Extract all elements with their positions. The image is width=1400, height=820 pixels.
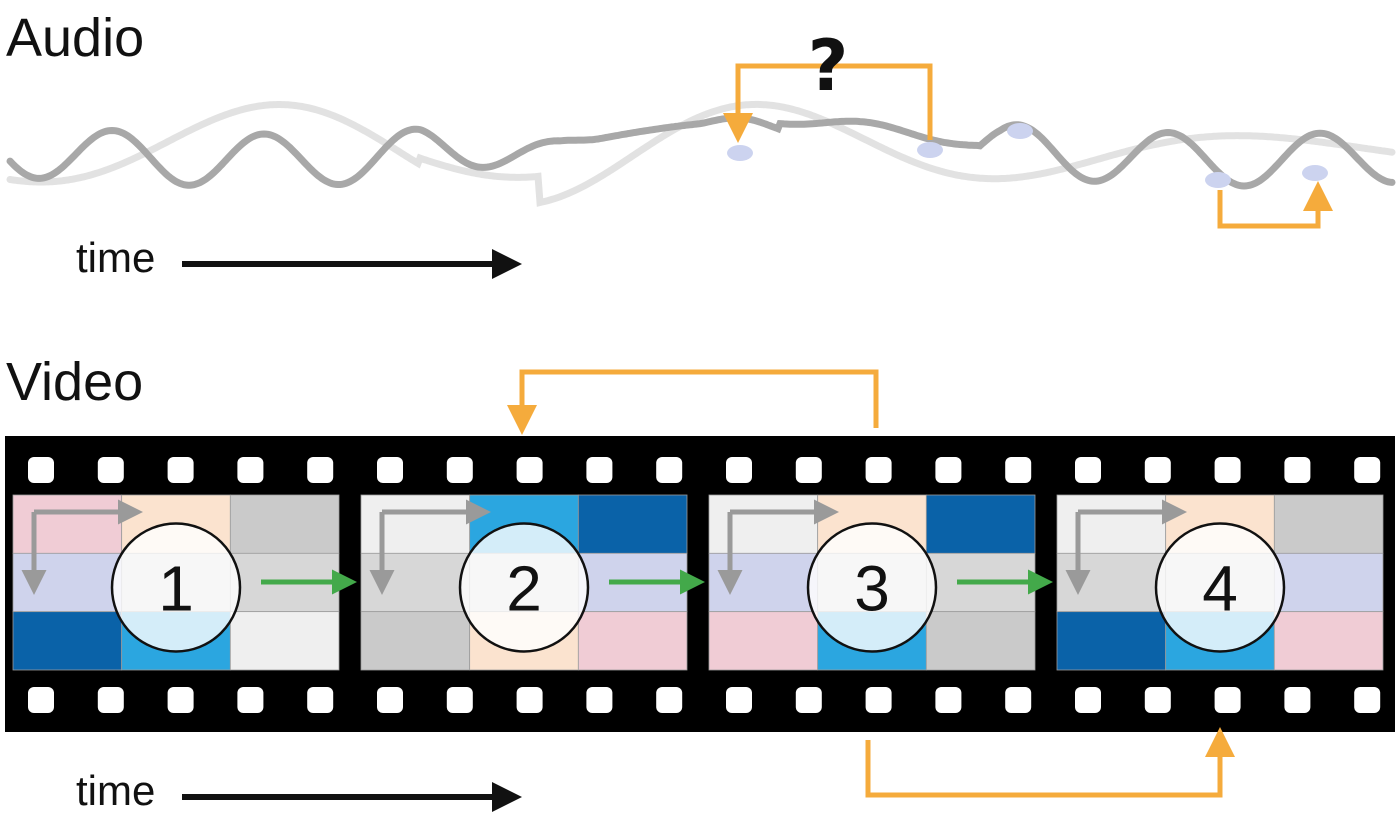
frame-cell <box>360 552 471 613</box>
frame-cell <box>708 552 819 613</box>
sprocket-hole <box>1284 457 1311 483</box>
frame-cell <box>229 611 340 671</box>
video-short-range-link-arrow <box>865 727 1235 798</box>
sprocket-hole <box>586 687 613 713</box>
audio-sample-dot <box>727 145 753 161</box>
sprocket-hole <box>1005 687 1032 713</box>
audio-section-label: Audio <box>6 8 144 68</box>
frame-cell <box>925 494 1036 554</box>
sprocket-hole <box>446 687 473 713</box>
video-frame: 2 <box>360 494 688 671</box>
sprocket-hole <box>656 687 683 713</box>
frame-cell <box>708 494 819 554</box>
frame-number-circle <box>1154 522 1286 653</box>
frame-number: 3 <box>854 553 890 625</box>
film-sprocket-holes <box>28 457 1381 713</box>
sprocket-hole <box>1354 457 1381 483</box>
audio-waveform-light <box>6 100 1396 207</box>
frame-cell <box>1273 494 1384 554</box>
frame-cell <box>360 611 471 671</box>
sprocket-hole <box>1075 457 1101 483</box>
sprocket-hole <box>656 457 683 483</box>
frame-number: 2 <box>506 553 542 625</box>
frame-cell <box>229 494 340 554</box>
video-frame: 4 <box>1056 494 1384 671</box>
frame-cell <box>1056 552 1167 613</box>
frame-number: 4 <box>1202 553 1238 625</box>
frame-cell <box>1273 611 1384 671</box>
audio-time-label: time <box>76 234 155 281</box>
frame-cell <box>12 552 123 613</box>
sprocket-hole <box>935 687 962 713</box>
video-time-label: time <box>76 767 155 814</box>
sprocket-hole <box>377 457 403 483</box>
frame-cell <box>12 611 123 671</box>
audio-sample-dot <box>1007 123 1033 139</box>
frame-number-circle <box>806 522 938 653</box>
audio-sample-dot <box>917 142 943 158</box>
sprocket-hole <box>1284 687 1311 713</box>
sprocket-hole <box>935 457 962 483</box>
audio-long-range-link-arrow <box>723 63 933 143</box>
sprocket-hole <box>97 457 124 483</box>
frame-cell <box>1273 552 1384 613</box>
sprocket-hole <box>237 457 264 483</box>
sprocket-hole <box>446 457 473 483</box>
sprocket-hole <box>726 687 752 713</box>
sprocket-hole <box>865 457 892 483</box>
audio-sample-dot <box>1205 172 1231 188</box>
video-long-range-link-arrow <box>507 369 879 435</box>
audio-sample-dot <box>1302 165 1328 181</box>
video-frames: 1 2 3 4 <box>12 494 1384 671</box>
sprocket-hole <box>726 457 752 483</box>
sprocket-hole <box>1214 687 1241 713</box>
sprocket-hole <box>307 457 334 483</box>
frame-number: 1 <box>158 553 194 625</box>
sprocket-hole <box>1354 687 1381 713</box>
sprocket-hole <box>1075 687 1101 713</box>
frame-cell <box>360 494 471 554</box>
frame-number-circle <box>458 522 590 653</box>
frame-cell <box>577 494 688 554</box>
sprocket-hole <box>97 687 124 713</box>
question-mark: ? <box>808 25 849 107</box>
sprocket-hole <box>1214 457 1241 483</box>
audio-waveform-dark <box>6 114 1396 190</box>
sprocket-hole <box>167 457 194 483</box>
sprocket-hole <box>865 687 892 713</box>
frame-cell <box>708 611 819 671</box>
video-section-label: Video <box>6 352 143 412</box>
sprocket-hole <box>586 457 613 483</box>
frame-number-circle <box>110 522 242 653</box>
sprocket-hole <box>795 687 822 713</box>
audio-short-range-link-arrow <box>1217 181 1333 229</box>
sprocket-hole <box>237 687 264 713</box>
sprocket-hole <box>516 687 543 713</box>
sprocket-hole <box>795 457 822 483</box>
sprocket-hole <box>1144 457 1171 483</box>
sprocket-hole <box>516 457 543 483</box>
sprocket-hole <box>28 457 54 483</box>
sprocket-hole <box>167 687 194 713</box>
frame-cell <box>1056 494 1167 554</box>
frame-cell <box>925 611 1036 671</box>
sprocket-hole <box>1005 457 1032 483</box>
sprocket-hole <box>307 687 334 713</box>
frame-cell <box>12 494 123 554</box>
sprocket-hole <box>1144 687 1171 713</box>
frame-cell <box>577 611 688 671</box>
video-frame: 3 <box>708 494 1036 671</box>
sprocket-hole <box>28 687 54 713</box>
frame-cell <box>1056 611 1167 671</box>
sprocket-hole <box>377 687 403 713</box>
